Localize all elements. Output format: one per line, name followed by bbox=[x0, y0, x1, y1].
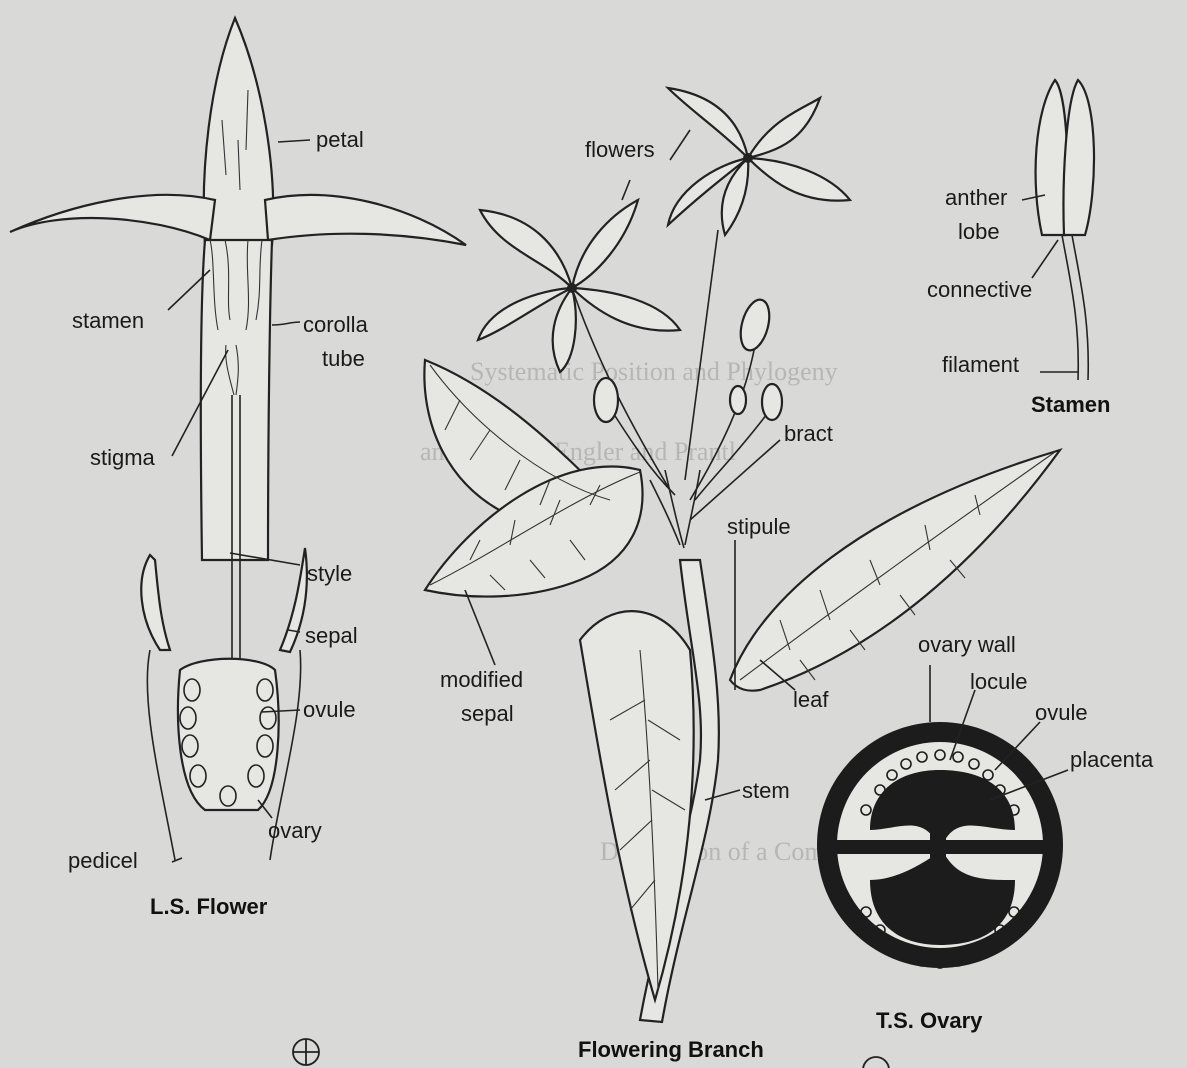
label-leaf: leaf bbox=[793, 687, 829, 712]
label-flowers: flowers bbox=[585, 137, 655, 162]
label-modified: modified bbox=[440, 667, 523, 692]
corolla-tube bbox=[201, 240, 272, 560]
label-stem: stem bbox=[742, 778, 790, 803]
label-sepal: sepal bbox=[305, 623, 358, 648]
label-tube: tube bbox=[322, 346, 365, 371]
ts-ovary-drawing: ovary wall locule ovule placenta T.S. Ov… bbox=[817, 632, 1154, 1068]
background-heading-1: Systematic Position and Phylogeny bbox=[470, 357, 838, 386]
label-bract: bract bbox=[784, 421, 833, 446]
stamen-drawing: anther lobe connective filament Stamen bbox=[927, 80, 1110, 417]
label-ovary-wall: ovary wall bbox=[918, 632, 1016, 657]
label-pedicel: pedicel bbox=[68, 848, 138, 873]
label-ovary: ovary bbox=[268, 818, 322, 843]
flower-left bbox=[478, 200, 680, 372]
ls-flower-drawing: petal stamen corolla tube stigma style s… bbox=[10, 18, 466, 1065]
bud-3 bbox=[762, 384, 782, 420]
label-stipule: stipule bbox=[727, 514, 791, 539]
label-ovule: ovule bbox=[303, 697, 356, 722]
label-stamen: stamen bbox=[72, 308, 144, 333]
caption-ts-ovary: T.S. Ovary bbox=[876, 1008, 983, 1033]
caption-stamen: Stamen bbox=[1031, 392, 1110, 417]
bud-2 bbox=[736, 297, 775, 354]
label-anther: anther bbox=[945, 185, 1007, 210]
label-style: style bbox=[307, 561, 352, 586]
label-connective: connective bbox=[927, 277, 1032, 302]
actinomorphic-symbol-left bbox=[293, 1039, 319, 1065]
label-petal: petal bbox=[316, 127, 364, 152]
left-sepal bbox=[141, 555, 170, 650]
actinomorphic-symbol-right bbox=[863, 1057, 889, 1068]
label-corolla: corolla bbox=[303, 312, 369, 337]
right-petal bbox=[265, 195, 466, 245]
caption-flowering-branch: Flowering Branch bbox=[578, 1037, 764, 1062]
bud-1 bbox=[594, 378, 618, 422]
caption-ls-flower: L.S. Flower bbox=[150, 894, 268, 919]
label-lobe: lobe bbox=[958, 219, 1000, 244]
label-stigma: stigma bbox=[90, 445, 156, 470]
label-filament: filament bbox=[942, 352, 1019, 377]
label-placenta: placenta bbox=[1070, 747, 1154, 772]
left-petal bbox=[10, 195, 215, 240]
anther-lobe-right bbox=[1064, 80, 1095, 235]
flower-right bbox=[668, 88, 850, 235]
label-sepal-modified: sepal bbox=[461, 701, 514, 726]
label-locule: locule bbox=[970, 669, 1027, 694]
label-ovary-ovule: ovule bbox=[1035, 700, 1088, 725]
bud-4 bbox=[730, 386, 746, 414]
